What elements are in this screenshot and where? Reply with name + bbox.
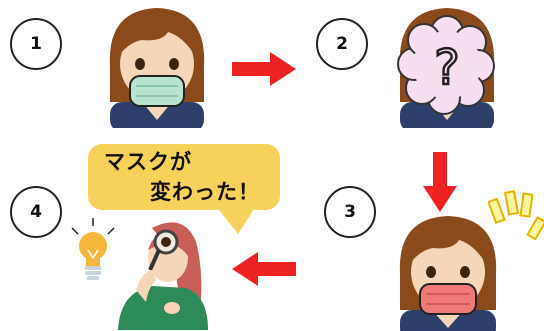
- question-mark-icon: ?: [434, 40, 459, 96]
- arrow-left-icon: [232, 252, 296, 286]
- arrow-down-icon: [423, 152, 457, 212]
- speech-line-1: マスクが: [104, 150, 192, 174]
- step-2-circle: 2: [316, 18, 368, 70]
- speech-line-2: 変わった！: [150, 180, 260, 204]
- girl-unknown-face-figure: ?: [397, 8, 495, 128]
- speech-bubble-shape: [88, 144, 280, 234]
- girl-green-mask-figure: [109, 8, 205, 128]
- light-bulb-icon: [71, 218, 115, 280]
- step-3-number: 3: [344, 202, 356, 222]
- step-1-number: 1: [30, 34, 42, 54]
- step-2-number: 2: [336, 34, 348, 54]
- step-4-number: 4: [30, 202, 42, 222]
- girl-magnifier-figure: [118, 222, 208, 330]
- arrow-right-icon: [232, 52, 296, 86]
- step-1-circle: 1: [10, 18, 62, 70]
- green-shirt: [118, 286, 208, 330]
- red-mask: [419, 283, 477, 315]
- step-3-circle: 3: [324, 186, 376, 238]
- green-mask: [129, 75, 185, 107]
- girl-red-mask-figure: [399, 216, 497, 331]
- step-4-circle: 4: [10, 186, 62, 238]
- surprise-lines-icon: [488, 190, 544, 241]
